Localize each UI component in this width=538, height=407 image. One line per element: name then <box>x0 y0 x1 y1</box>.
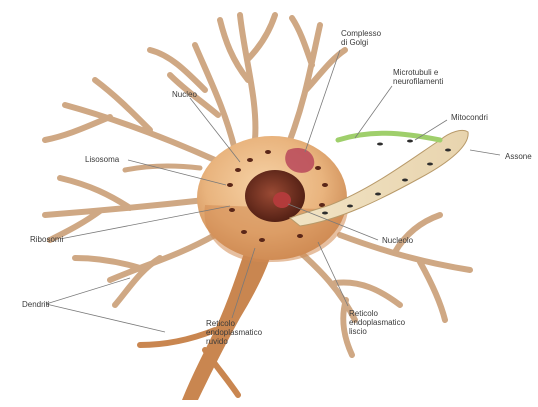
label-nucleo: Nucleo <box>172 90 197 99</box>
label-assone: Assone <box>505 152 532 161</box>
label-golgi: Complesso di Golgi <box>341 29 381 47</box>
label-lisosoma: Lisosoma <box>85 155 119 164</box>
label-mitocondri: Mitocondri <box>451 113 488 122</box>
label-dendriti: Dendriti <box>22 300 50 309</box>
label-nucleolo: Nucleolo <box>382 236 413 245</box>
nucleolus <box>273 192 291 208</box>
label-microtubuli: Microtubuli e neurofilamenti <box>393 68 443 86</box>
label-ribosomi: Ribosomi <box>30 235 63 244</box>
label-rer: Reticolo endoplasmatico ruvido <box>206 319 262 346</box>
label-ser: Reticolo endoplasmatico liscio <box>349 309 405 336</box>
